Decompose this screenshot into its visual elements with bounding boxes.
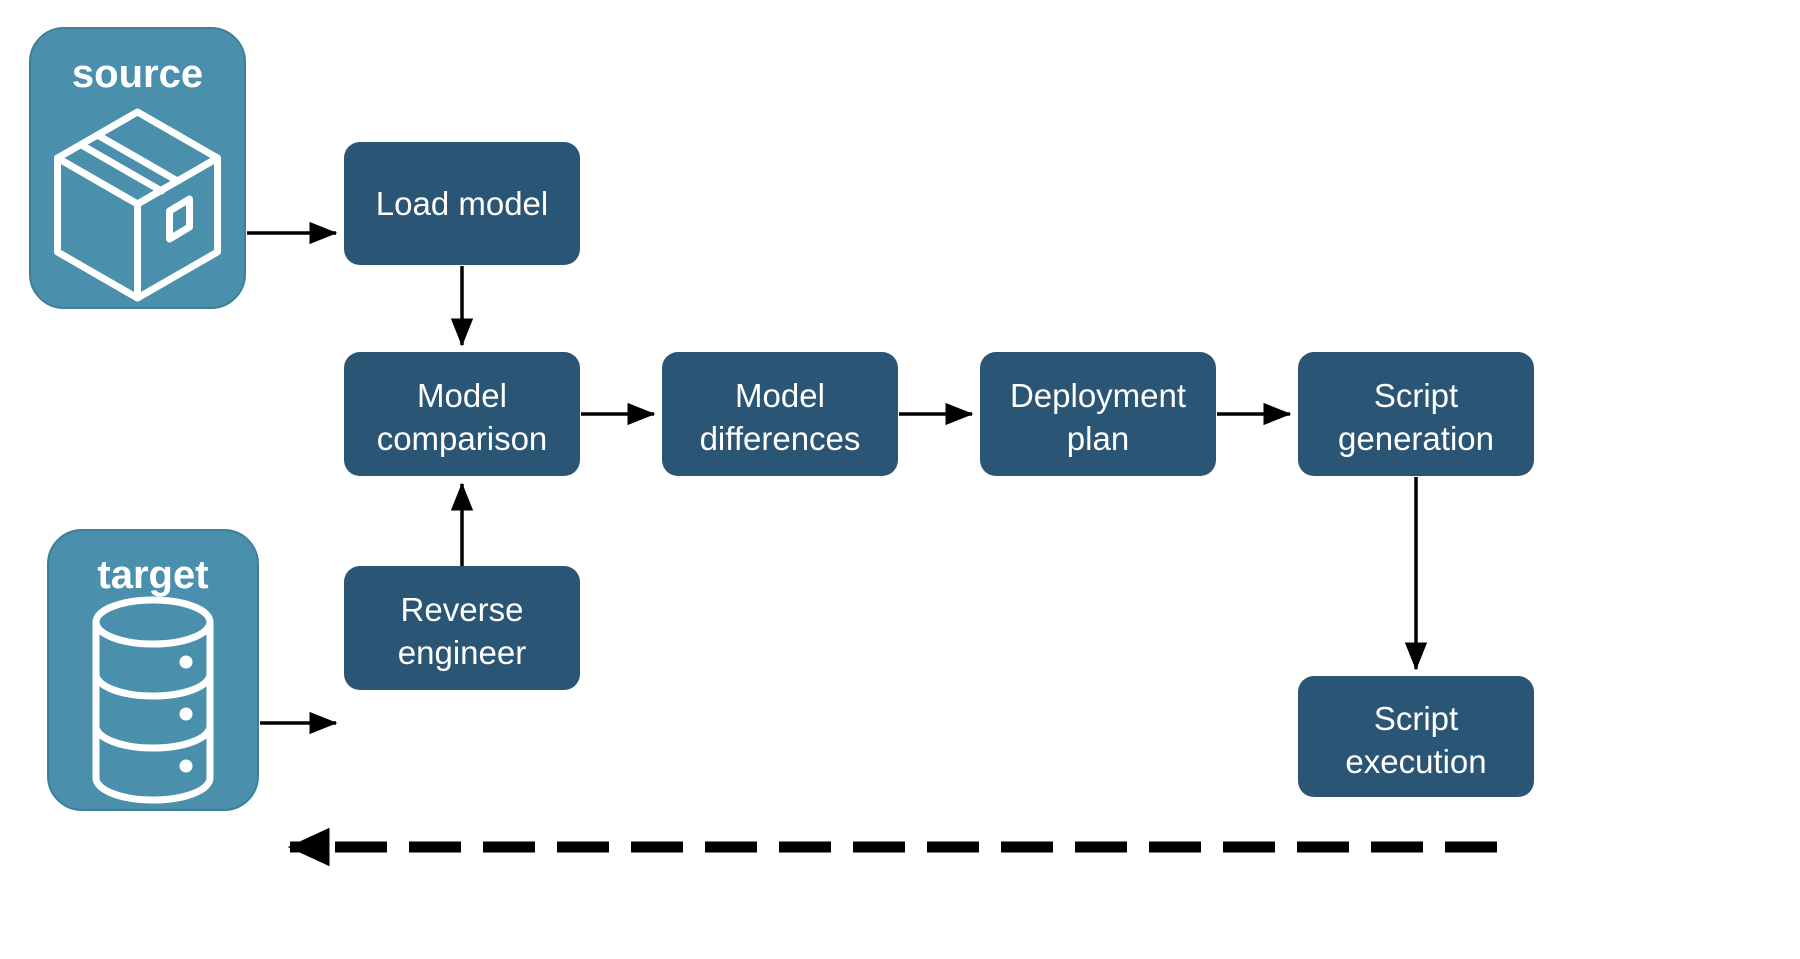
script-generation-shape <box>1298 352 1534 476</box>
node-model-comparison[interactable]: Model comparison <box>344 352 580 476</box>
deployment-plan-label-line1: Deployment <box>1010 377 1186 414</box>
deployment-plan-label-line2: plan <box>1067 420 1129 457</box>
node-model-differences[interactable]: Model differences <box>662 352 898 476</box>
source-node-label: source <box>72 52 203 96</box>
model-differences-label-line2: differences <box>700 420 861 457</box>
node-script-generation[interactable]: Script generation <box>1298 352 1534 476</box>
node-script-execution[interactable]: Script execution <box>1298 676 1534 797</box>
model-comparison-shape <box>344 352 580 476</box>
deployment-plan-shape <box>980 352 1216 476</box>
model-differences-shape <box>662 352 898 476</box>
script-execution-label-line1: Script <box>1374 700 1458 737</box>
database-cylinder-icon <box>92 596 214 804</box>
connections-layer <box>247 221 1497 867</box>
package-box-icon <box>54 108 221 302</box>
script-generation-label-line2: generation <box>1338 420 1494 457</box>
reverse-engineer-shape <box>344 566 580 690</box>
script-execution-shape <box>1298 676 1534 797</box>
node-target[interactable]: target <box>47 529 259 811</box>
load-model-label: Load model <box>376 185 548 222</box>
model-differences-label-line1: Model <box>735 377 825 414</box>
model-comparison-label-line1: Model <box>417 377 507 414</box>
source-node-shape <box>29 27 246 309</box>
target-node-label: target <box>97 553 208 597</box>
node-load-model[interactable]: Load model <box>344 142 580 265</box>
script-execution-label-line2: execution <box>1345 743 1486 780</box>
reverse-engineer-label-line2: engineer <box>398 634 526 671</box>
load-model-shape <box>344 142 580 265</box>
node-reverse-engineer[interactable]: Reverse engineer <box>344 566 580 690</box>
node-deployment-plan[interactable]: Deployment plan <box>980 352 1216 476</box>
target-node-shape <box>47 529 259 811</box>
script-generation-label-line1: Script <box>1374 377 1458 414</box>
node-source[interactable]: source <box>29 27 246 309</box>
model-comparison-label-line2: comparison <box>377 420 548 457</box>
reverse-engineer-label-line1: Reverse <box>401 591 524 628</box>
